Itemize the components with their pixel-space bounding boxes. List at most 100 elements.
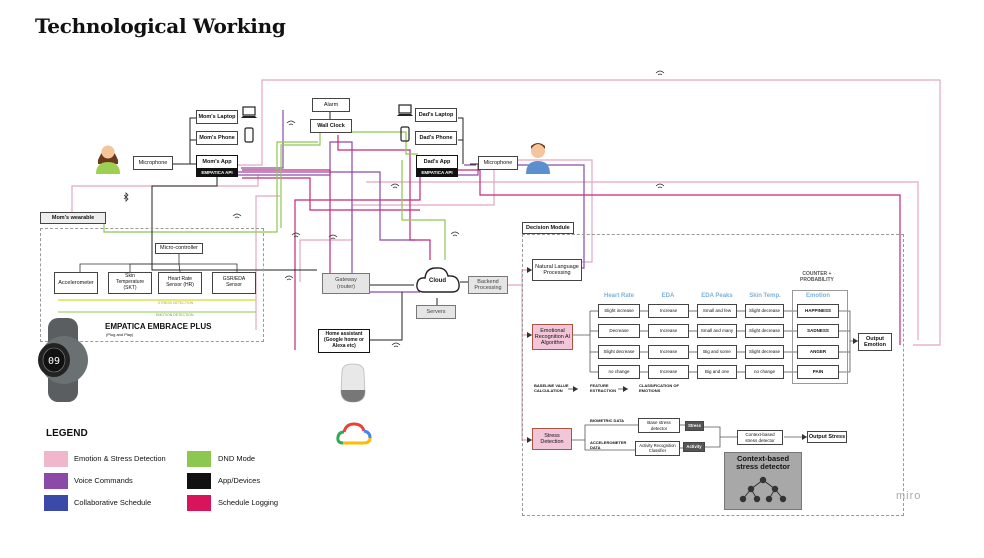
skin-temperature-box: Skin Temperature (SKT) [108, 272, 152, 294]
google-home-speaker-icon [340, 363, 366, 403]
decision-tree-icon [739, 476, 787, 503]
moms-phone-box: Mom's Phone [196, 131, 238, 145]
legend-title: LEGEND [46, 428, 88, 439]
empatica-api-left: EMPATICA API [196, 169, 238, 177]
decision-module-title: Decision Module [522, 222, 574, 234]
wearable-region [40, 228, 264, 342]
phone-icon [400, 126, 410, 142]
empatica-api-right: EMPATICA API [416, 169, 458, 177]
col-heart-rate: Heart Rate [603, 293, 634, 299]
cloud-icon [416, 267, 460, 293]
nlp-box: Natural Language Processing [532, 259, 582, 281]
dad-avatar-icon [526, 143, 550, 174]
table-cell: Slight decrease [745, 304, 784, 318]
biometric-data-label: BIOMETRIC DATA [590, 418, 625, 423]
table-cell: no change [745, 365, 784, 379]
legend-label-app: App/Devices [218, 476, 261, 485]
context-stress-detector-image: Context-based stress detector [724, 452, 802, 510]
emotion-column-frame [792, 290, 848, 384]
legend-swatch-voice [44, 473, 68, 489]
emotion-detection-line-label: EMOTION DETECTION [156, 313, 194, 317]
base-stress-detector-box: Base stress detector [638, 418, 680, 433]
table-cell: Increase [648, 304, 689, 318]
legend-swatch-schedule [44, 495, 68, 511]
watch-display: 09 [48, 356, 60, 367]
stress-tag: Stress [685, 421, 704, 431]
stress-detection-line-label: STRESS DETECTION [158, 301, 194, 305]
table-cell: Slight decrease [745, 324, 784, 338]
context-stress-detector-box: Context-based stress detector [737, 430, 783, 445]
dads-phone-box: Dad's Phone [415, 131, 457, 145]
decision-module-region [522, 234, 904, 516]
emotion-cell: SADNESS [797, 324, 839, 338]
wifi-icons [232, 70, 665, 348]
accelerometer-data-label: ACCELEROMETER DATA [590, 440, 627, 450]
col-eda-peaks: EDA Peaks [701, 293, 733, 299]
table-cell: Big and some [697, 345, 737, 359]
activity-recognition-box: Activity Recognition Classifier [635, 441, 680, 456]
laptop-icon [397, 104, 413, 116]
legend-label-logging: Schedule Logging [218, 498, 279, 507]
table-cell: Slight decrease [745, 345, 784, 359]
table-cell: no change [598, 365, 640, 379]
home-assistant-box: Home assistant (Google home or Alexa etc… [318, 329, 370, 353]
legend-label-schedule: Collaborative Schedule [74, 498, 152, 507]
cloud-label: Cloud [429, 278, 446, 284]
feature-extraction-label: FEATURE EXTRACTION [590, 383, 616, 393]
counter-probability-label: COUNTER + PROBABILITY [800, 271, 834, 283]
emotional-recognition-box: Emotional Recognition AI Algorithm [532, 324, 573, 350]
col-eda: EDA [661, 293, 675, 299]
table-cell: Slight increase [598, 304, 640, 318]
classification-label: CLASSIFICATION OF EMOTIONS [639, 383, 679, 393]
wall-clock-box: Wall Clock [310, 119, 352, 133]
table-cell: Increase [648, 345, 689, 359]
backend-processing-box: Backend Processing [468, 276, 508, 294]
stress-detection-box: Stress Detection [532, 428, 572, 450]
legend-swatch-emotion [44, 451, 68, 467]
legend-swatch-dnd [187, 451, 211, 467]
legend-label-emotion: Emotion & Stress Detection [74, 454, 166, 463]
servers-box: Servers [416, 305, 456, 319]
gateway-box: Gateway (router) [322, 273, 370, 294]
output-emotion-box: Output Emotion [858, 333, 892, 351]
microphone-left-box: Microphone [133, 156, 173, 170]
table-cell: Increase [648, 365, 689, 379]
legend-label-voice: Voice Commands [74, 476, 133, 485]
accelerometer-box: Accelerometer [54, 272, 98, 294]
wearable-name: EMPATICA EMBRACE PLUS [105, 322, 212, 331]
miro-watermark: miro [896, 490, 922, 502]
dads-laptop-box: Dad's Laptop [415, 108, 457, 122]
table-cell: Small and many [697, 324, 737, 338]
activity-tag: Activity [683, 442, 705, 452]
col-emotion: Emotion [806, 293, 830, 299]
baseline-label: BASELINE VALUE CALCULATION [534, 383, 569, 393]
emotion-cell: ANGER [797, 345, 839, 359]
mom-avatar-icon [96, 145, 120, 174]
moms-laptop-box: Mom's Laptop [196, 110, 238, 124]
microphone-right-box: Microphone [478, 156, 518, 170]
gsr-eda-sensor-box: GSR/EDA Sensor [212, 272, 256, 294]
table-cell: Small and few [697, 304, 737, 318]
legend-swatch-logging [187, 495, 211, 511]
legend-label-dnd: DND Mode [218, 454, 256, 463]
micro-controller-box: Micro-controller [155, 243, 203, 254]
table-cell: Slight decrease [598, 345, 640, 359]
phone-icon [244, 127, 254, 143]
alarm-box: Alarm [312, 98, 350, 112]
legend-swatch-app [187, 473, 211, 489]
google-cloud-logo-icon [336, 422, 372, 445]
empatica-watch-image: 09 [38, 318, 88, 402]
moms-app-box: Mom's App [196, 155, 238, 169]
context-image-title: Context-based stress detector [736, 454, 790, 472]
col-skin-temp: Skin Temp. [749, 293, 781, 299]
output-stress-box: Output Stress [807, 431, 847, 443]
bluetooth-icon [123, 192, 129, 202]
moms-wearable-box: Mom's wearable [40, 212, 106, 224]
table-cell: Decrease [598, 324, 640, 338]
heart-rate-sensor-box: Heart Rate Sensor (HR) [158, 272, 202, 294]
emotion-cell: HAPPINESS [797, 304, 839, 318]
table-cell: Increase [648, 324, 689, 338]
dads-app-box: Dad's App [416, 155, 458, 169]
page-title: Technological Working [35, 14, 286, 38]
